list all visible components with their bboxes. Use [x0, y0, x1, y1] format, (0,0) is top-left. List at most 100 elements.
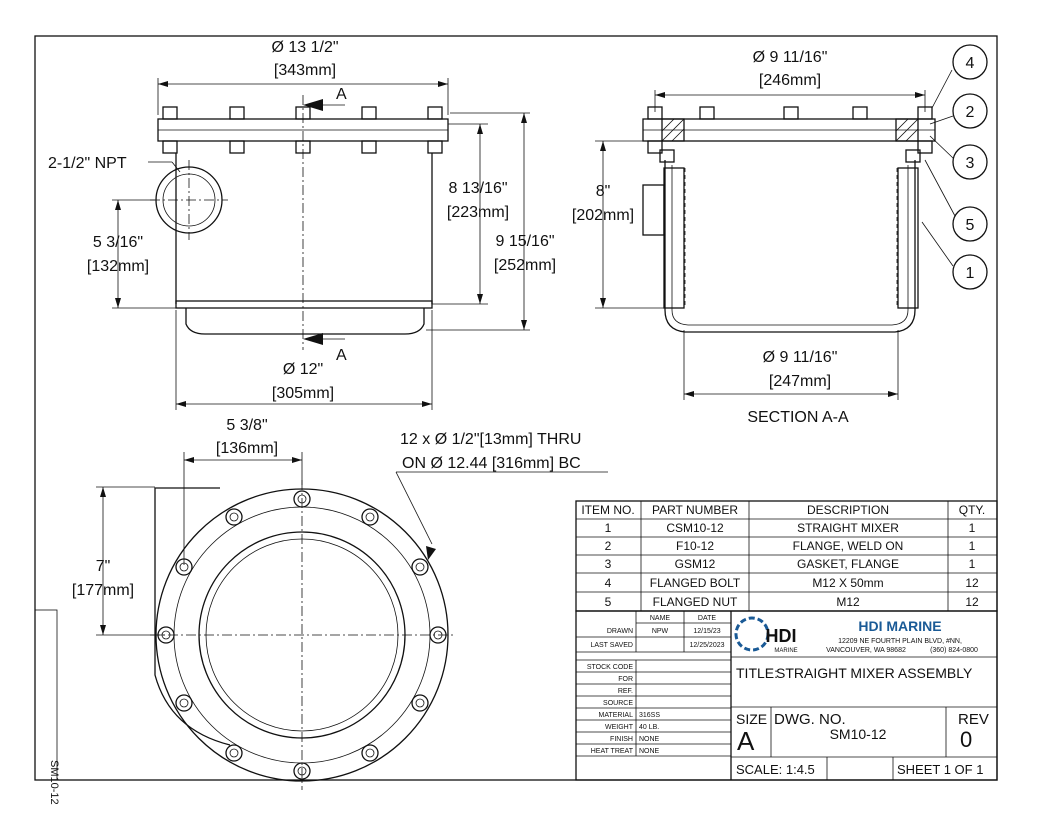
- sheet-border: [34, 35, 998, 781]
- balloons: 4 2 3 5 1: [921, 44, 988, 290]
- dim-npt-height: 5 3/16": [93, 234, 143, 251]
- dim-bottom-height: 7": [96, 558, 111, 575]
- bom-cell: FLANGED BOLT: [650, 576, 741, 590]
- dim-npt-height-mm: [132mm]: [87, 258, 149, 275]
- balloon-4: [952, 44, 988, 80]
- balloon-3-label: 3: [966, 155, 975, 172]
- balloon-2-label: 2: [966, 104, 975, 121]
- logo-sub: MARINE: [774, 648, 797, 654]
- npt-label: 2-1/2" NPT: [48, 155, 127, 172]
- dim-section-height-mm: [202mm]: [572, 207, 634, 224]
- dim-base-diameter: Ø 12": [283, 361, 323, 378]
- sheet-label: SHEET 1 OF 1: [897, 762, 983, 777]
- tb-last-saved-date: 12/25/2023: [689, 642, 724, 649]
- side-tag: SM10-12: [34, 609, 60, 805]
- bom-header-qty: QTY.: [959, 503, 985, 517]
- company-logo: HDI MARINE: [734, 616, 798, 654]
- bom-cell: 1: [969, 521, 976, 535]
- bom-cell: 1: [605, 521, 612, 535]
- size-value: A: [737, 726, 755, 756]
- dim-overall-height: 9 15/16": [495, 233, 554, 250]
- dim-section-height: 8": [596, 183, 611, 200]
- company-address-2: VANCOUVER, WA 98682: [826, 647, 906, 654]
- front-dimensions: Ø 13 1/2" [343mm] 2-1/2" NPT 8 13/16" [2…: [48, 39, 556, 410]
- balloon-5: [952, 206, 988, 242]
- balloon-4-label: 4: [966, 55, 975, 72]
- bolt-note-line2: ON Ø 12.44 [316mm] BC: [402, 455, 581, 472]
- tb-prop-value: NONE: [639, 748, 660, 755]
- tb-prop-label: MATERIAL: [599, 712, 634, 719]
- scale-label: SCALE: 1:4.5: [736, 762, 815, 777]
- dim-section-bottom-diameter-mm: [247mm]: [769, 373, 831, 390]
- size-label: SIZE: [736, 711, 767, 727]
- bom-cell: F10-12: [676, 539, 714, 553]
- bom-cell: 1: [969, 557, 976, 571]
- bolt-note-line1: 12 x Ø 1/2"[13mm] THRU: [400, 431, 581, 448]
- bom-table: ITEM NO. PART NUMBER DESCRIPTION QTY. 1 …: [575, 500, 998, 612]
- bom-cell: CSM10-12: [666, 521, 724, 535]
- dwg-no: SM10-12: [830, 726, 887, 742]
- tb-prop-value: 40 LB.: [639, 724, 659, 731]
- tb-prop-label: SOURCE: [603, 700, 633, 707]
- tb-drawn-name: NPW: [652, 628, 669, 635]
- bom-cell: 4: [605, 576, 612, 590]
- dim-body-height-mm: [223mm]: [447, 204, 509, 221]
- dim-top-diameter-mm: [343mm]: [274, 62, 336, 79]
- rev-value: 0: [960, 727, 972, 752]
- bom-cell: GSM12: [675, 557, 716, 571]
- tb-prop-label: REF.: [618, 688, 633, 695]
- tb-date-header: DATE: [698, 615, 716, 622]
- title-block: NAME DATE DRAWN NPW 12/15/23 LAST SAVED …: [575, 610, 998, 781]
- dim-base-diameter-mm: [305mm]: [272, 385, 334, 402]
- tb-last-saved-label: LAST SAVED: [590, 642, 633, 649]
- tb-prop-value: NONE: [639, 736, 660, 743]
- bottom-view: [150, 480, 455, 790]
- bom-cell: 12: [965, 595, 979, 609]
- bom-cell: 3: [605, 557, 612, 571]
- logo-text: HDI: [766, 626, 797, 646]
- dim-section-bottom-diameter: Ø 9 11/16": [763, 349, 838, 366]
- section-marker-bottom: A: [336, 347, 347, 364]
- tb-prop-label: FINISH: [610, 736, 633, 743]
- section-marker-top: A: [336, 86, 347, 103]
- dim-overall-height-mm: [252mm]: [494, 257, 556, 274]
- section-dimensions: Ø 9 11/16" [246mm] 8" [202mm] Ø 9 11/16"…: [572, 49, 926, 426]
- tb-drawn-date: 12/15/23: [693, 628, 720, 635]
- balloon-2: [952, 93, 988, 129]
- bom-cell: FLANGE, WELD ON: [793, 539, 904, 553]
- bom-cell: M12 X 50mm: [812, 576, 883, 590]
- title-label: TITLE:: [736, 665, 778, 681]
- bom-cell: FLANGED NUT: [653, 595, 738, 609]
- rev-label: REV: [958, 711, 989, 728]
- dwg-no-label: DWG. NO.: [774, 711, 846, 728]
- section-title: SECTION A-A: [747, 409, 849, 426]
- dim-npt-offset: 5 3/8": [226, 417, 267, 434]
- side-tag-text: SM10-12: [48, 760, 60, 805]
- tb-prop-value: 316SS: [639, 712, 660, 719]
- dim-body-height: 8 13/16": [448, 180, 507, 197]
- bom-cell: M12: [836, 595, 860, 609]
- tb-prop-label: FOR: [618, 676, 633, 683]
- tb-prop-label: HEAT TREAT: [591, 748, 634, 755]
- bom-cell: GASKET, FLANGE: [797, 557, 899, 571]
- dim-bottom-height-mm: [177mm]: [72, 582, 134, 599]
- bottom-dimensions: 5 3/8" [136mm] 7" [177mm] 12 x Ø 1/2"[13…: [72, 417, 608, 636]
- section-view: [642, 106, 936, 333]
- bom-cell: 5: [605, 595, 612, 609]
- balloon-5-label: 5: [966, 217, 975, 234]
- dim-top-diameter: Ø 13 1/2": [271, 39, 338, 56]
- bom-cell: 1: [969, 539, 976, 553]
- bom-cell: STRAIGHT MIXER: [797, 521, 899, 535]
- company-phone: (360) 824-0800: [930, 647, 978, 654]
- company-address-1: 12209 NE FOURTH PLAIN BLVD, #NN,: [838, 638, 962, 645]
- bom-header-part: PART NUMBER: [652, 503, 738, 517]
- balloon-1-label: 1: [966, 265, 975, 282]
- company-name: HDI MARINE: [858, 618, 941, 634]
- tb-drawn-label: DRAWN: [607, 628, 633, 635]
- bom-header-item: ITEM NO.: [581, 503, 634, 517]
- dim-section-diameter-mm: [246mm]: [759, 72, 821, 89]
- balloon-3: [952, 144, 988, 180]
- bolt-holes: [157, 490, 447, 780]
- tb-name-header: NAME: [650, 615, 671, 622]
